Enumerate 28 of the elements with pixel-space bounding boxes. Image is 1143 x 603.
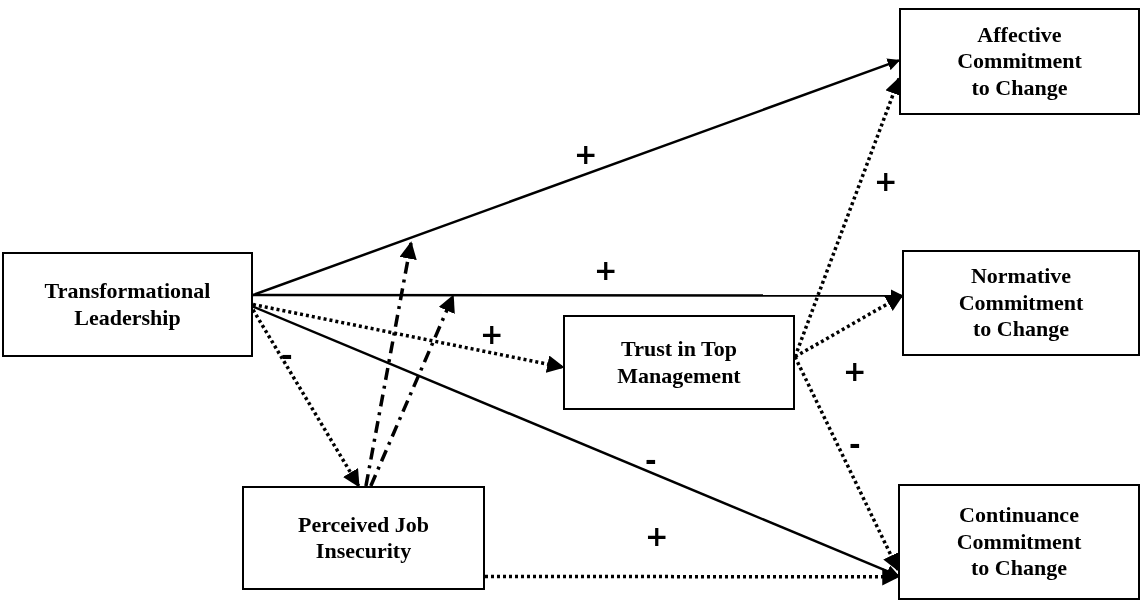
box-text: Normative Commitment to Change — [957, 263, 1085, 343]
variable-box — [2, 252, 253, 357]
edge-label: + — [594, 257, 618, 285]
edge-label: + — [480, 321, 504, 349]
edge-label: + — [874, 168, 898, 196]
box-text: Trust in Top Management — [616, 336, 742, 389]
arrow — [369, 294, 455, 487]
variable-box — [563, 315, 795, 410]
variable-box — [902, 250, 1140, 356]
arrow — [252, 58, 901, 297]
variable-box — [899, 8, 1140, 115]
box-text: Affective Commitment to Change — [956, 21, 1083, 102]
edge-label: - — [849, 431, 861, 459]
variable-box — [898, 484, 1140, 600]
arrow — [364, 241, 417, 487]
variable-box — [242, 486, 485, 590]
arrow — [252, 305, 900, 578]
box-text: Continuance Commitment to Change — [955, 502, 1083, 582]
edge-label: - — [645, 447, 657, 475]
edge-label: - — [281, 342, 293, 370]
edge-label: + — [843, 358, 867, 386]
arrow — [485, 568, 900, 586]
box-text: Perceived Job Insecurity — [297, 511, 430, 565]
edge-label: + — [574, 141, 598, 169]
edge-label: + — [645, 523, 669, 551]
box-text: Transformational Leadership — [43, 278, 212, 331]
arrow — [794, 294, 904, 359]
arrow — [252, 302, 565, 373]
